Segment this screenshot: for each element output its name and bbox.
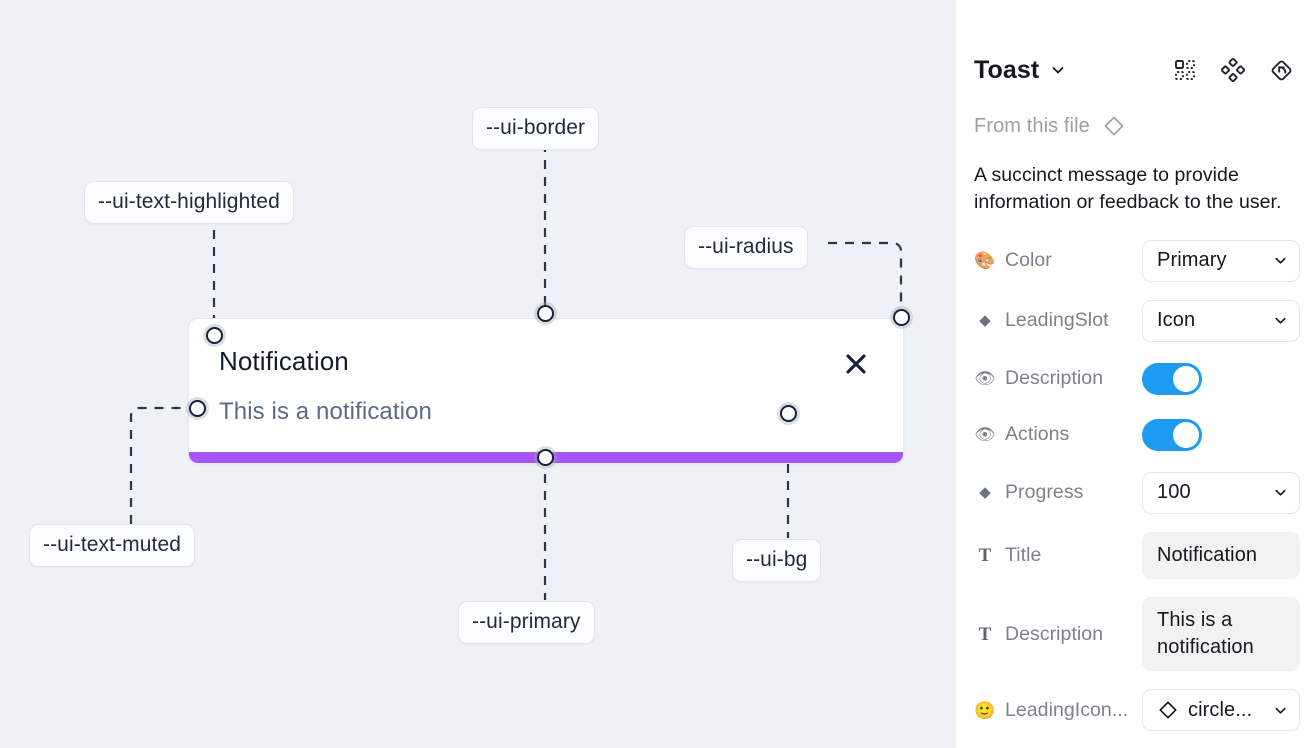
property-row-color: 🎨 Color Primary bbox=[974, 239, 1300, 282]
property-control-leadingslot: Icon bbox=[1142, 299, 1300, 342]
property-row-title: T Title Notification bbox=[974, 531, 1300, 579]
property-label-actions-toggle: 👁 Actions bbox=[974, 423, 1142, 446]
palette-icon: 🎨 bbox=[974, 251, 996, 271]
handle-radius[interactable] bbox=[893, 309, 910, 326]
diamond-filled-icon: ◆ bbox=[979, 312, 991, 330]
leadingslot-select[interactable]: Icon bbox=[1142, 299, 1300, 342]
inspector-panel: Toast bbox=[956, 0, 1312, 748]
text-type-icon: T bbox=[978, 544, 992, 566]
progress-select-value: 100 bbox=[1157, 481, 1191, 504]
chevron-down-icon bbox=[1273, 703, 1288, 718]
handle-text-muted[interactable] bbox=[189, 400, 206, 417]
diamond-filled-icon: ◆ bbox=[979, 484, 991, 502]
smiley-icon: 🙂 bbox=[974, 700, 996, 720]
chevron-down-icon bbox=[1273, 313, 1288, 328]
design-canvas[interactable]: --ui-text-highlighted --ui-border --ui-r… bbox=[0, 0, 956, 748]
property-row-actions-toggle: 👁 Actions bbox=[974, 416, 1294, 454]
property-list: 🎨 Color Primary bbox=[974, 239, 1300, 732]
variants-diamond-icon[interactable] bbox=[1220, 57, 1246, 83]
color-select[interactable]: Primary bbox=[1142, 239, 1300, 282]
from-this-file-label: From this file bbox=[974, 114, 1090, 137]
token-chip-ui-border[interactable]: --ui-border bbox=[472, 107, 600, 150]
property-label-leadingicon: 🙂 LeadingIcon... bbox=[974, 699, 1142, 722]
handle-primary[interactable] bbox=[537, 449, 554, 466]
toast-description: This is a notification bbox=[219, 398, 432, 425]
toast-title: Notification bbox=[219, 346, 349, 376]
property-control-description-toggle bbox=[1142, 362, 1294, 395]
property-control-leadingicon: circle... bbox=[1142, 689, 1300, 732]
property-control-actions-toggle bbox=[1142, 418, 1294, 451]
description-toggle[interactable] bbox=[1142, 362, 1202, 395]
diamond-outline-icon bbox=[1157, 699, 1179, 721]
property-label-color: 🎨 Color bbox=[974, 249, 1142, 272]
leadingslot-select-value: Icon bbox=[1157, 309, 1196, 332]
page-title: Toast bbox=[974, 55, 1040, 84]
token-chip-ui-radius[interactable]: --ui-radius bbox=[684, 226, 808, 269]
panel-header-icons bbox=[1172, 57, 1294, 83]
actions-toggle[interactable] bbox=[1142, 418, 1202, 451]
property-row-description-toggle: 👁 Description bbox=[974, 360, 1294, 398]
reset-instance-icon[interactable] bbox=[1268, 57, 1294, 83]
property-label-description-text: T Description bbox=[974, 623, 1142, 646]
property-control-title: Notification bbox=[1142, 531, 1300, 579]
property-name: Actions bbox=[1005, 423, 1070, 446]
handle-text-highlighted[interactable] bbox=[206, 327, 223, 344]
property-name: Color bbox=[1005, 249, 1052, 272]
toggle-knob bbox=[1173, 365, 1199, 392]
handle-border[interactable] bbox=[537, 305, 554, 322]
panel-header: Toast bbox=[974, 44, 1294, 96]
color-select-value: Primary bbox=[1157, 249, 1227, 272]
from-this-file-row[interactable]: From this file bbox=[974, 112, 1294, 140]
eye-icon: 👁 bbox=[974, 369, 996, 389]
property-control-progress: 100 bbox=[1142, 471, 1300, 514]
token-chip-ui-primary[interactable]: --ui-primary bbox=[458, 601, 595, 644]
chevron-down-icon[interactable] bbox=[1050, 62, 1066, 78]
property-name: LeadingSlot bbox=[1005, 309, 1109, 332]
description-input[interactable]: This is a notification bbox=[1142, 597, 1300, 672]
toast-component[interactable]: Notification This is a notification bbox=[188, 318, 904, 464]
close-x-icon[interactable] bbox=[843, 351, 869, 377]
property-row-description-text: T Description This is a notification bbox=[974, 597, 1300, 672]
token-chip-ui-text-muted[interactable]: --ui-text-muted bbox=[29, 524, 196, 567]
component-grid-icon[interactable] bbox=[1172, 57, 1198, 83]
diamond-outline-icon bbox=[1102, 114, 1126, 138]
property-label-title: T Title bbox=[974, 544, 1142, 567]
toggle-knob bbox=[1173, 421, 1199, 448]
title-input[interactable]: Notification bbox=[1142, 531, 1300, 579]
chevron-down-icon bbox=[1273, 253, 1288, 268]
property-label-description-toggle: 👁 Description bbox=[974, 367, 1142, 390]
token-chip-ui-bg[interactable]: --ui-bg bbox=[732, 539, 822, 582]
leadingicon-select-value: circle... bbox=[1188, 698, 1253, 721]
property-label-progress: ◆ Progress bbox=[974, 481, 1142, 504]
property-control-color: Primary bbox=[1142, 239, 1300, 282]
chevron-down-icon bbox=[1273, 485, 1288, 500]
property-name: Progress bbox=[1005, 481, 1084, 504]
property-name: Title bbox=[1005, 543, 1042, 566]
progress-select[interactable]: 100 bbox=[1142, 471, 1300, 514]
property-row-leadingslot: ◆ LeadingSlot Icon bbox=[974, 299, 1300, 342]
component-description: A succinct message to provide informatio… bbox=[974, 164, 1282, 213]
property-name: Description bbox=[1005, 367, 1104, 390]
property-control-description-text: This is a notification bbox=[1142, 597, 1300, 672]
property-name: LeadingIcon... bbox=[1005, 698, 1129, 721]
property-name: Description bbox=[1005, 622, 1104, 645]
text-type-icon: T bbox=[978, 623, 992, 645]
token-chip-ui-text-highlighted[interactable]: --ui-text-highlighted bbox=[84, 181, 294, 224]
leadingicon-select[interactable]: circle... bbox=[1142, 689, 1300, 732]
property-row-leadingicon: 🙂 LeadingIcon... circle... bbox=[974, 689, 1300, 732]
property-label-leadingslot: ◆ LeadingSlot bbox=[974, 309, 1142, 332]
eye-icon: 👁 bbox=[974, 425, 996, 445]
handle-bg[interactable] bbox=[780, 405, 797, 422]
property-row-progress: ◆ Progress 100 bbox=[974, 471, 1300, 514]
